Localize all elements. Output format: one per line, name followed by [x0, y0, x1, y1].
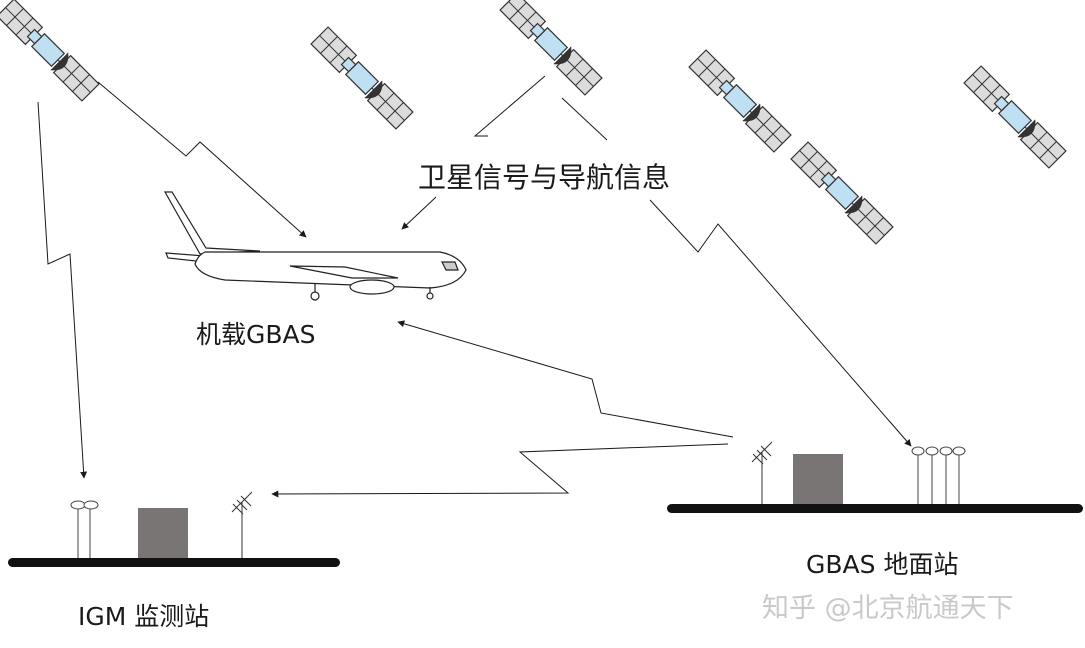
ground-bar — [8, 558, 340, 567]
satellite-icon — [790, 141, 894, 245]
equipment-shelter-icon — [138, 508, 188, 560]
satellite-to-igm-signal — [37, 101, 88, 479]
yagi-antenna-icon — [231, 491, 253, 558]
satellite-signal-stub — [561, 97, 608, 141]
satellite-icon — [688, 49, 792, 153]
yagi-antenna-icon — [751, 441, 773, 506]
gbas-ground-station — [667, 441, 1083, 513]
igm-station — [8, 491, 340, 567]
ground-station-label: GBAS 地面站 — [806, 550, 959, 579]
satellite-icon — [963, 65, 1067, 169]
igm-station-label: IGM 监测站 — [78, 602, 210, 631]
equipment-shelter-icon — [793, 454, 843, 506]
signal-lines — [37, 75, 912, 498]
satellite-icon — [499, 0, 603, 96]
satellite-to-aircraft-signal — [97, 81, 307, 238]
satellite-signal-stub — [473, 75, 546, 137]
airborne-gbas-label: 机载GBAS — [196, 320, 316, 349]
vdb-uplink-to-aircraft — [397, 320, 734, 438]
satellite-icon — [0, 0, 100, 102]
satellite-to-ground-station-signal — [649, 199, 912, 447]
ground-bar — [667, 504, 1083, 513]
satellite-to-aircraft-signal — [401, 196, 437, 230]
ground-to-igm-link — [271, 443, 729, 498]
satellite-icon — [310, 26, 414, 130]
antenna-icon — [911, 446, 966, 505]
airplane-icon — [163, 191, 467, 301]
watermark: 知乎 @北京航通天下 — [762, 593, 1014, 624]
signal-label: 卫星信号与导航信息 — [418, 161, 671, 194]
